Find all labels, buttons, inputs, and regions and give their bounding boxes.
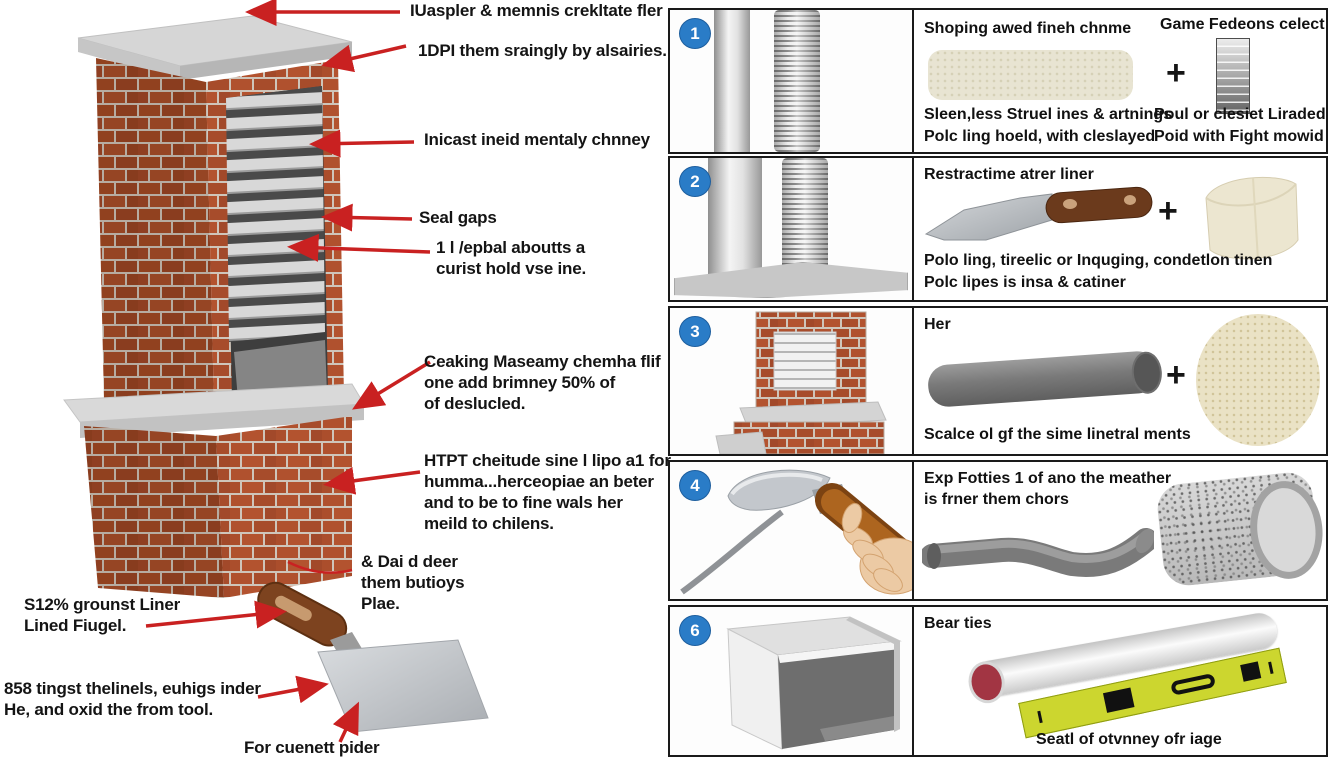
flex-liner-icon: [774, 10, 820, 152]
mini-chimney-icon: [715, 311, 887, 454]
step-row-5: 6 Bear ties Seatl o: [668, 605, 1328, 757]
level-hole: [1240, 661, 1262, 682]
insulation-swatch-icon: [928, 50, 1133, 100]
step3-text-cell: Her + Scalce ol gf the sime linetral men…: [914, 308, 1326, 454]
callout-base-label: & Dai d deer them butioys Plae.: [361, 552, 465, 613]
step4-text-cell: Exp Fotties 1 of ano the meather is frne…: [914, 462, 1326, 599]
smooth-pipe-icon: [708, 158, 762, 274]
pipe-end: [965, 658, 1009, 707]
callout-walls-label: HTPT cheitude sine l lipo a1 for humma..…: [424, 451, 671, 533]
flue-liner-louvers: [226, 86, 325, 342]
bent-pipe-icon: [922, 528, 1154, 577]
callout-seal-gaps-label: Seal gaps: [419, 208, 497, 227]
knife-icon: [924, 186, 1153, 241]
open-box-icon: [726, 616, 902, 750]
step-number-badge: 6: [679, 615, 711, 646]
step-number-badge: 2: [679, 166, 711, 197]
round-pad-icon: [1196, 314, 1320, 446]
callout-masonry-label: Ceaking Maseamy chemha flif one add brim…: [424, 352, 661, 413]
smooth-pipe-icon: [714, 10, 750, 152]
step-heading: Shoping awed fineh chnme: [924, 20, 1132, 37]
step5-text-cell: Bear ties Seatl of otvnney ofr iage: [914, 607, 1326, 755]
step-row-1: 1 Shoping awed fineh chnme Sleen,less St…: [668, 8, 1328, 154]
callout-trowel-label: For cuenett pider: [244, 738, 380, 757]
chimney-cap: [77, 15, 353, 80]
scraper-tool-hand-icon: [680, 469, 912, 595]
cylinder-end: [1130, 350, 1164, 395]
step-caption: Sleen,less Struel ines & artnings Polc l…: [924, 106, 1173, 145]
gray-cylinder-icon: [926, 350, 1164, 408]
insulated-liner-icon: [1155, 470, 1326, 588]
level-tick: [1037, 710, 1043, 724]
step-col2-heading: Game Fedeons celect: [1160, 16, 1325, 33]
step-number-badge: 1: [679, 18, 711, 49]
step-number-badge: 4: [679, 470, 711, 501]
liner-end: [1245, 477, 1326, 583]
step-row-4: 4 Exp Fotties 1 of ano the meather is fr…: [668, 460, 1328, 601]
step-caption: Scalce ol gf the sime linetral ments: [924, 426, 1191, 443]
chimney-cutaway-illustration: [63, 0, 489, 743]
step-heading: Restractime atrer liner: [924, 166, 1094, 183]
callout-tool-label: 858 tingst thelinels, euhigs inder He, a…: [4, 679, 261, 719]
trowel-icon: [257, 581, 489, 733]
plus-icon: +: [1166, 356, 1186, 394]
callout-crown-label: 1DPI them sraingly by alsairies.: [418, 41, 667, 60]
step-caption: Seatl of otvnney ofr iage: [1036, 731, 1222, 748]
step-number-badge: 3: [679, 316, 711, 347]
step3-image-cell: 3: [670, 308, 914, 454]
step-row-2: 2 Restractime atrer liner + Polo ling, t…: [668, 156, 1328, 302]
callout-cap-label: IUaspler & memnis crekltate fler: [410, 1, 663, 20]
chimney-base: [84, 416, 352, 598]
callout-grout-liner-label: S12% grounst Liner Lined Fiugel.: [24, 595, 181, 635]
step2-image-cell: 2: [670, 158, 914, 300]
gradient-scale-icon: [1216, 38, 1250, 114]
plus-icon: +: [1166, 54, 1186, 92]
step-heading: Her: [924, 316, 951, 333]
step4-image-cell: 4: [670, 462, 914, 599]
step2-text-cell: Restractime atrer liner + Polo ling, tir…: [914, 158, 1326, 300]
step-heading: Exp Fotties 1 of ano the meather: [924, 470, 1172, 487]
step1-image-cell: 1: [670, 10, 914, 152]
curved-tile-icon: [1205, 176, 1299, 261]
step-heading-line2: is frner them chors: [924, 491, 1069, 508]
callout-liner-label: Inicast ineid mentaly chnney: [424, 130, 650, 149]
step-heading: Bear ties: [924, 615, 992, 632]
plus-icon: +: [1158, 192, 1178, 230]
callout-flue-label: 1 l /epbal aboutts a curist hold vse ine…: [436, 238, 586, 278]
step-col2-caption: Poul or clesiet Liraded Poid with Fight …: [1154, 106, 1326, 145]
chimney-column: [96, 58, 344, 404]
step5-image-cell: 6: [670, 607, 914, 755]
flex-liner-icon: [782, 158, 828, 272]
level-hole: [1102, 687, 1135, 713]
step-row-3: 3: [668, 306, 1328, 456]
step1-text-cell: Shoping awed fineh chnme Sleen,less Stru…: [914, 10, 1326, 152]
callout-arrows: [145, 0, 431, 743]
level-tick: [1268, 661, 1274, 675]
level-vial: [1170, 672, 1217, 696]
step-caption: Polo ling, tireelic or Inquging, condetl…: [924, 252, 1273, 291]
